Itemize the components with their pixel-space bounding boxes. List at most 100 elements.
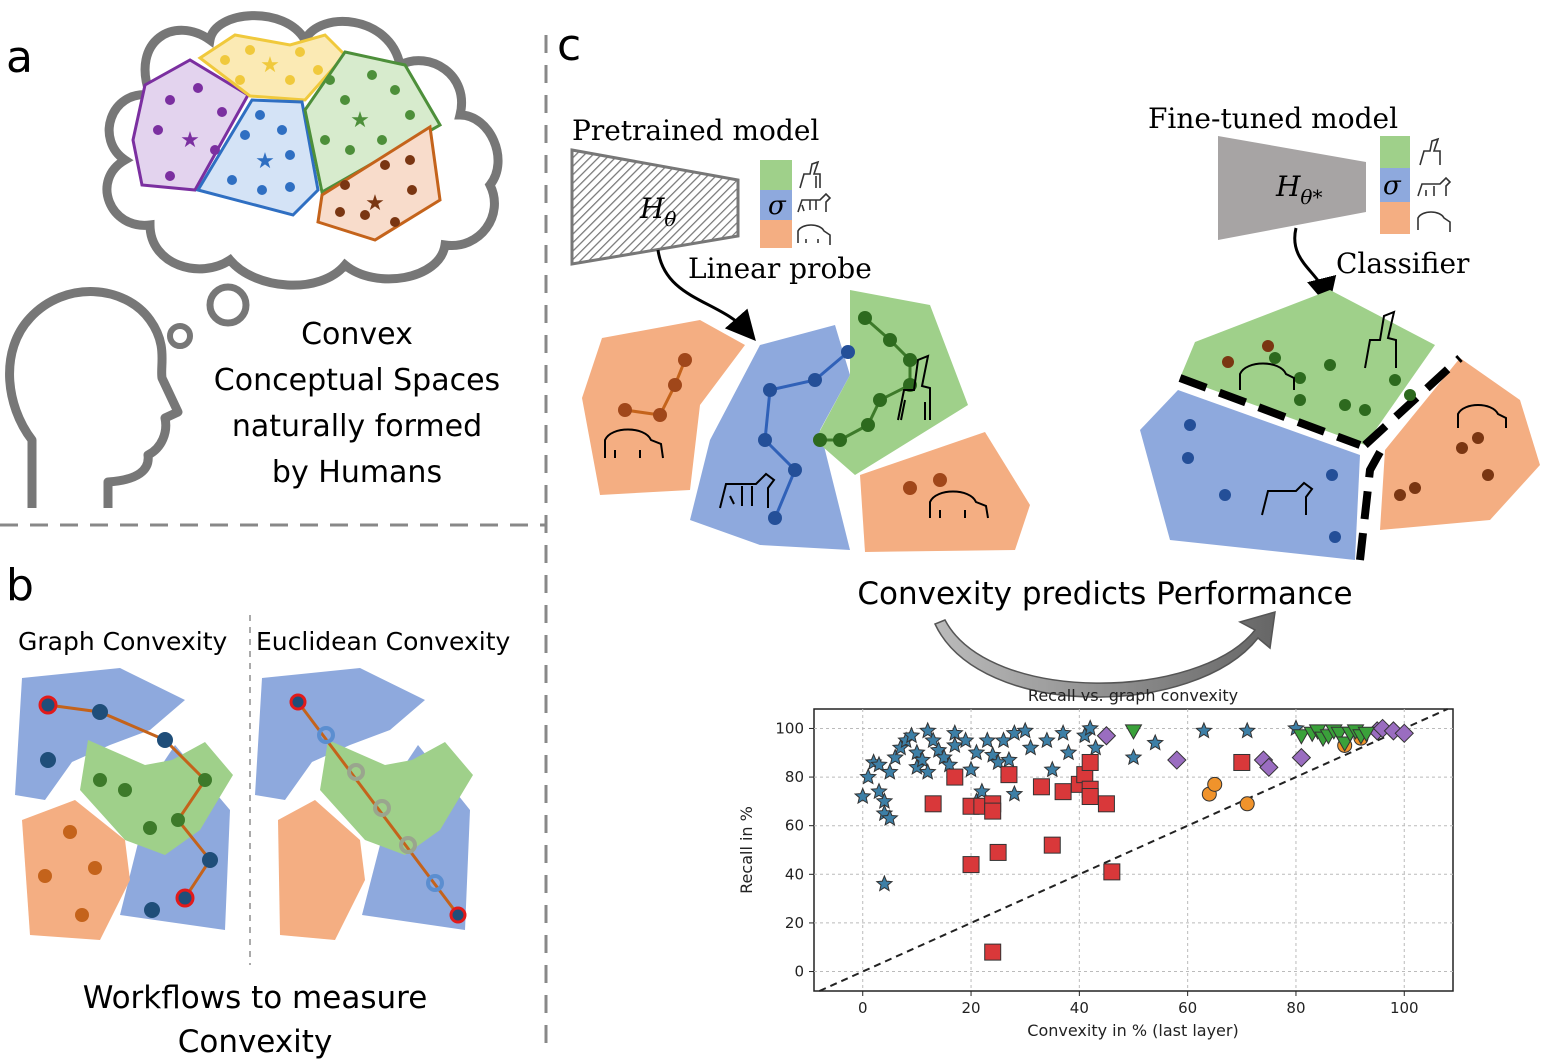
chart-point-square: [962, 856, 980, 874]
panel-b-caption-line-2: Convexity: [178, 1024, 333, 1060]
chart-point-square: [989, 843, 1007, 861]
elephant-icon: [929, 490, 989, 519]
chart-point-square: [1000, 766, 1018, 784]
finetuned-model-label: Fine-tuned model: [1148, 102, 1398, 135]
chart-point-star: [956, 731, 975, 749]
svg-text:★: ★: [180, 128, 200, 153]
chart-point-star: [902, 726, 921, 744]
chart-point-triangle: [1335, 736, 1354, 753]
chart-point-star: [875, 874, 894, 892]
chart-x-tick-label: 80: [1286, 999, 1305, 1017]
chart-point-star: [853, 787, 872, 805]
concept-region-purple: ★: [131, 58, 251, 192]
chart-point-square: [1081, 788, 1099, 806]
chart-point-square: [1233, 753, 1251, 771]
chart-x-tick-label: 40: [1070, 999, 1089, 1017]
panel-a-caption-line-1: Convex: [301, 317, 413, 352]
chart-point-star: [940, 755, 959, 773]
chart-point-star: [880, 762, 899, 780]
chart-point-square: [1043, 836, 1061, 854]
chart-x-tick-label: 0: [858, 999, 868, 1017]
chart-point-star: [870, 782, 888, 800]
pretrained-encoder-shape: [570, 148, 740, 266]
euclidean-convexity-diagram: [255, 668, 473, 940]
chart-point-star: [1081, 719, 1100, 736]
chart-point-square: [924, 795, 942, 813]
chart-point-star: [1054, 723, 1072, 741]
chart-point-star: [1086, 738, 1105, 756]
chart-title: Recall vs. graph convexity: [1028, 686, 1238, 705]
chart-point-star: [1059, 743, 1078, 761]
sigma-symbol-finetuned: σ: [1383, 171, 1402, 201]
chart-point-star: [1000, 750, 1018, 768]
chart-point-star: [1075, 726, 1094, 744]
h-theta-symbol: Hθ: [639, 192, 676, 231]
chart-point-star: [880, 809, 899, 826]
finetuned-encoder-shape: [1218, 136, 1366, 240]
concept-region-blue: ★: [195, 98, 320, 217]
chart-point-star: [1238, 721, 1257, 739]
panel-a-caption-line-2: Conceptual Spaces: [214, 363, 500, 398]
linear-probe-label: Linear probe: [688, 252, 872, 285]
zebra-icon: [1261, 481, 1314, 516]
chart-point-star: [918, 762, 937, 780]
chart-point-star: [1021, 738, 1040, 756]
chart-point-star: [918, 721, 937, 739]
chart-point-diamond: [1259, 757, 1279, 778]
chart-point-star: [1016, 721, 1035, 739]
classifier-label: Classifier: [1336, 247, 1470, 280]
animal-legend-finetuned: [1417, 137, 1452, 232]
chart-point-triangle: [1357, 726, 1376, 743]
finetuned-class-column: [1380, 136, 1410, 234]
chart-point-star: [973, 782, 991, 800]
h-theta-star-symbol: Hθ*: [1275, 170, 1322, 209]
chart-point-star: [924, 731, 942, 749]
chart-y-tick-label: 80: [785, 768, 804, 786]
chart-point-square: [1103, 863, 1121, 881]
chart-point-star: [1043, 760, 1062, 778]
svg-text:★: ★: [350, 108, 370, 133]
svg-text:★: ★: [255, 149, 275, 174]
giraffe-icon: [897, 354, 931, 421]
panel-a-caption-line-3: naturally formed: [232, 409, 482, 444]
zebra-icon: [1417, 176, 1452, 197]
chart-point-star: [945, 736, 964, 753]
zebra-icon: [719, 472, 776, 509]
chart-point-star: [913, 750, 932, 768]
chart-point-triangle: [1330, 726, 1349, 743]
elephant-icon: [797, 224, 831, 245]
elephant-icon: [1457, 404, 1507, 428]
chart-point-diamond: [1096, 726, 1117, 746]
linear-probe-arrow: [656, 249, 756, 342]
chart-y-tick-label: 60: [785, 817, 804, 835]
sigma-symbol-pretrained: σ: [768, 191, 787, 221]
chart-point-star: [967, 743, 986, 761]
chart-marks: [853, 718, 1414, 961]
chart-point-star: [1195, 721, 1213, 739]
chart-point-diamond: [1394, 723, 1414, 744]
chart-point-star: [859, 767, 878, 785]
chart-point-star: [891, 738, 910, 756]
convexity-performance-arrow: [933, 610, 1276, 698]
chart-x-tick-label: 100: [1390, 999, 1419, 1017]
chart-point-star: [1146, 733, 1165, 751]
panel-letter-b: b: [6, 560, 34, 611]
graph-convexity-diagram: [15, 668, 233, 940]
giraffe-icon: [799, 160, 821, 189]
chart-y-axis-label: Recall in %: [737, 806, 756, 894]
probe-concept-space: [582, 290, 1030, 552]
elephant-icon: [1417, 211, 1451, 232]
chart-point-circle: [1207, 776, 1223, 792]
elephant-icon: [1239, 362, 1295, 390]
chart-point-square: [1081, 753, 1099, 771]
chart-y-tick-label: 40: [785, 865, 804, 883]
pretrained-class-column: [760, 160, 792, 248]
chart-point-star: [1037, 731, 1056, 749]
chart-point-star: [1124, 748, 1143, 766]
chart-point-triangle: [1124, 724, 1143, 740]
classifier-arrow: [1293, 227, 1337, 308]
chart-point-square: [1054, 783, 1072, 801]
